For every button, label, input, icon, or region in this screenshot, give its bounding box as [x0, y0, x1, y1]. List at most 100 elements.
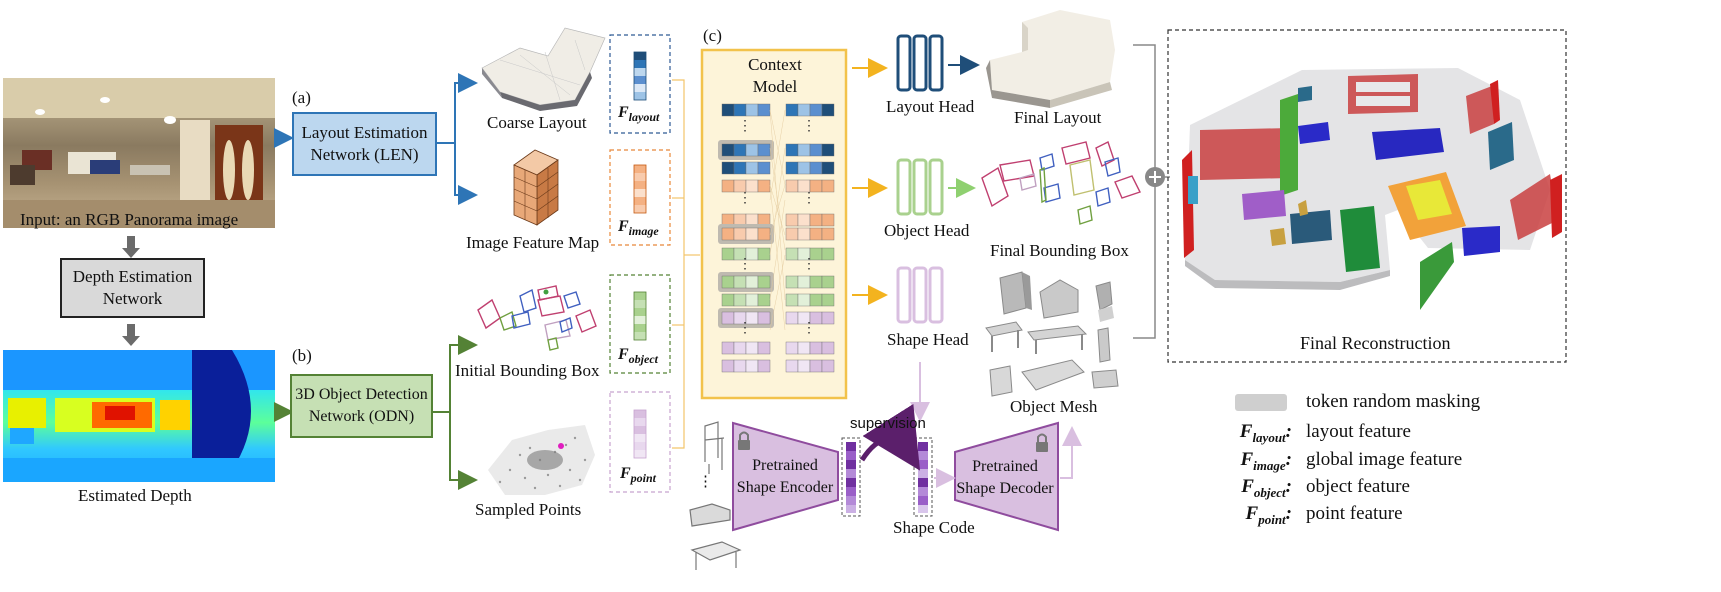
supervision-arrow [859, 403, 921, 471]
f-object-label: Fobject [618, 346, 658, 367]
shape-head-caption: Shape Head [887, 330, 969, 349]
object-head-caption: Object Head [884, 221, 970, 240]
context-token [797, 293, 811, 307]
shape-encoder-label: Pretrained Shape Encoder [736, 457, 834, 496]
sampled-points-caption: Sampled Points [475, 500, 582, 519]
image-feature-box [609, 149, 671, 246]
supervision-label: supervision [850, 415, 926, 432]
context-token [733, 143, 747, 157]
context-token [821, 359, 835, 373]
input-caption: Input: an RGB Panorama image [20, 210, 239, 229]
context-token [785, 247, 799, 261]
context-token [757, 103, 771, 117]
legend-key: Fpoint: [1245, 503, 1292, 527]
context-token [809, 227, 823, 241]
tag-c: (c) [703, 26, 722, 45]
context-token [721, 143, 735, 157]
legend-text: global image feature [1306, 449, 1463, 470]
lock-icon-decoder [1036, 433, 1048, 452]
context-ellipsis: ⋮ [802, 118, 816, 134]
layout-token-stack [633, 51, 647, 101]
layout-head-caption: Layout Head [886, 97, 975, 116]
context-token [797, 275, 811, 289]
panorama-image [3, 78, 275, 228]
context-token [785, 341, 799, 355]
context-token [745, 359, 759, 373]
legend-mask-swatch [1235, 394, 1287, 411]
context-ellipsis: ⋮ [802, 190, 816, 206]
object-mesh-caption: Object Mesh [1010, 397, 1098, 416]
context-token [797, 227, 811, 241]
context-token [809, 103, 823, 117]
context-token [809, 359, 823, 373]
context-token [809, 341, 823, 355]
context-token [797, 341, 811, 355]
context-token [721, 161, 735, 175]
context-token [821, 143, 835, 157]
context-token [733, 103, 747, 117]
context-token [785, 311, 799, 325]
lock-icon-encoder [738, 431, 750, 450]
legend-item: Fimage:global image feature [1214, 449, 1462, 474]
context-token [757, 247, 771, 261]
context-token [797, 103, 811, 117]
context-model-title: Context Model [748, 55, 802, 96]
final-reconstruction-image [1182, 68, 1562, 310]
legend-key: Fobject: [1241, 476, 1292, 500]
context-token [745, 293, 759, 307]
layout-head-bars [896, 34, 944, 92]
shape-decoder-label: Pretrained Shape Decoder [956, 458, 1054, 497]
context-token [809, 213, 823, 227]
image-token-stack [633, 164, 647, 214]
context-token [785, 161, 799, 175]
context-token [797, 143, 811, 157]
context-token [785, 213, 799, 227]
context-token [785, 103, 799, 117]
context-ellipsis: ⋮ [738, 256, 752, 272]
object-detection-network-box: 3D Object Detection Network (ODN) [290, 374, 433, 438]
context-token [757, 359, 771, 373]
context-token [821, 161, 835, 175]
context-token [797, 161, 811, 175]
context-token [757, 227, 771, 241]
layout-feature-box [609, 34, 671, 134]
sampled-points-image [488, 425, 595, 495]
context-token [721, 103, 735, 117]
f-image-label: Fimage [618, 218, 659, 239]
context-token [821, 103, 835, 117]
context-token [757, 341, 771, 355]
legend-mask-text: token random masking [1306, 391, 1481, 412]
head-code-stack [918, 442, 928, 513]
encoder-code-box [841, 437, 861, 517]
object-mesh-image [985, 271, 1119, 397]
context-token [733, 227, 747, 241]
context-token [721, 275, 735, 289]
image-feature-map-image [513, 149, 559, 226]
context-token [809, 143, 823, 157]
legend-item: Fpoint: point feature [1214, 503, 1403, 528]
object-head-bars [896, 158, 944, 216]
tag-b: (b) [292, 346, 312, 365]
context-token [821, 293, 835, 307]
context-token [821, 247, 835, 261]
legend-text: layout feature [1306, 421, 1411, 442]
shape-head-bars [896, 266, 944, 324]
context-token [745, 161, 759, 175]
encoder-code-stack [846, 442, 856, 513]
context-token [721, 311, 735, 325]
final-layout-image [986, 10, 1115, 108]
context-token [733, 341, 747, 355]
head-code-box [913, 437, 933, 517]
depth-map-image [3, 350, 275, 482]
mesh-ellipsis: ⋮ [698, 474, 713, 490]
context-token [821, 179, 835, 193]
legend-text: point feature [1306, 503, 1403, 524]
object-feature-box [609, 274, 671, 374]
context-ellipsis: ⋮ [802, 256, 816, 272]
context-token [757, 293, 771, 307]
context-token [745, 103, 759, 117]
legend-item: Fobject:object feature [1214, 476, 1410, 501]
shape-code-caption: Shape Code [893, 518, 975, 537]
context-token [785, 359, 799, 373]
